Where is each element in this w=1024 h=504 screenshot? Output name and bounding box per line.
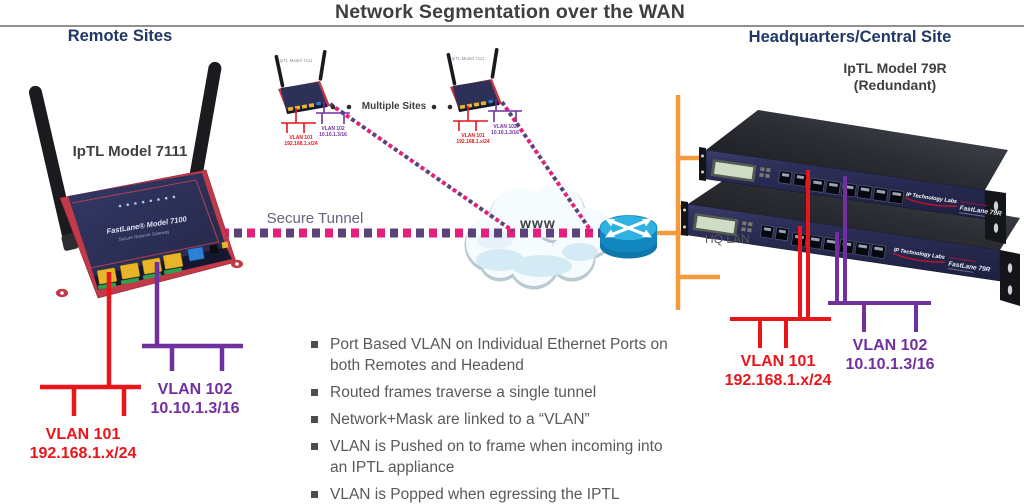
vlan101-remote-tree (40, 272, 141, 416)
bullet-item: Port Based VLAN on Individual Ethernet P… (306, 334, 684, 376)
mini-site-a-device-label: IpTL Model 7111 (279, 58, 313, 63)
bullet-item: VLAN is Popped when egressing the IPTL a… (306, 484, 684, 504)
remote-sites-header: Remote Sites (67, 27, 173, 45)
hq-device-label: IpTL Model 79R (Redundant) (795, 60, 995, 94)
bullet-item: VLAN is Pushed on to frame when incoming… (306, 436, 684, 478)
vlan102-remote-tree (142, 262, 243, 371)
cloud-www-label: www (520, 215, 556, 231)
secure-tunnel-label: Secure Tunnel (266, 210, 364, 227)
title-rule (0, 25, 1024, 27)
mini-vlan-trees-a (281, 102, 350, 133)
hq-header: Headquarters/Central Site (748, 28, 952, 46)
router-icon (599, 215, 658, 259)
remote-router-image: FastLane® Model 7100 Secure Network Gate… (28, 61, 243, 299)
page-title: Network Segmentation over the WAN (334, 1, 686, 23)
tunnel-diagonal-site-b (500, 100, 593, 233)
mini-site-b-device-label: IpTL Model 7111 (451, 56, 485, 61)
vlan102-hq-tree (828, 176, 931, 332)
multiple-sites-label: Multiple Sites (361, 101, 427, 112)
bullet-item: Routed frames traverse a single tunnel (306, 382, 684, 403)
tunnel-diagonal-site-a (328, 102, 515, 233)
hq-lan-label: HQ LAN (705, 232, 750, 246)
remote-device-label: IpTL Model 7111 (72, 143, 188, 160)
hq-device-label-line2: (Redundant) (853, 77, 937, 93)
multiple-sites-dots (330, 104, 453, 110)
feature-bullet-list: Port Based VLAN on Individual Ethernet P… (306, 334, 684, 504)
mini-vlan-trees-b (453, 100, 522, 131)
bullet-item: Network+Mask are linked to a “VLAN” (306, 409, 684, 430)
vlan101-hq-tree (730, 170, 831, 348)
hq-device-label-line1: IpTL Model 79R (843, 60, 947, 76)
